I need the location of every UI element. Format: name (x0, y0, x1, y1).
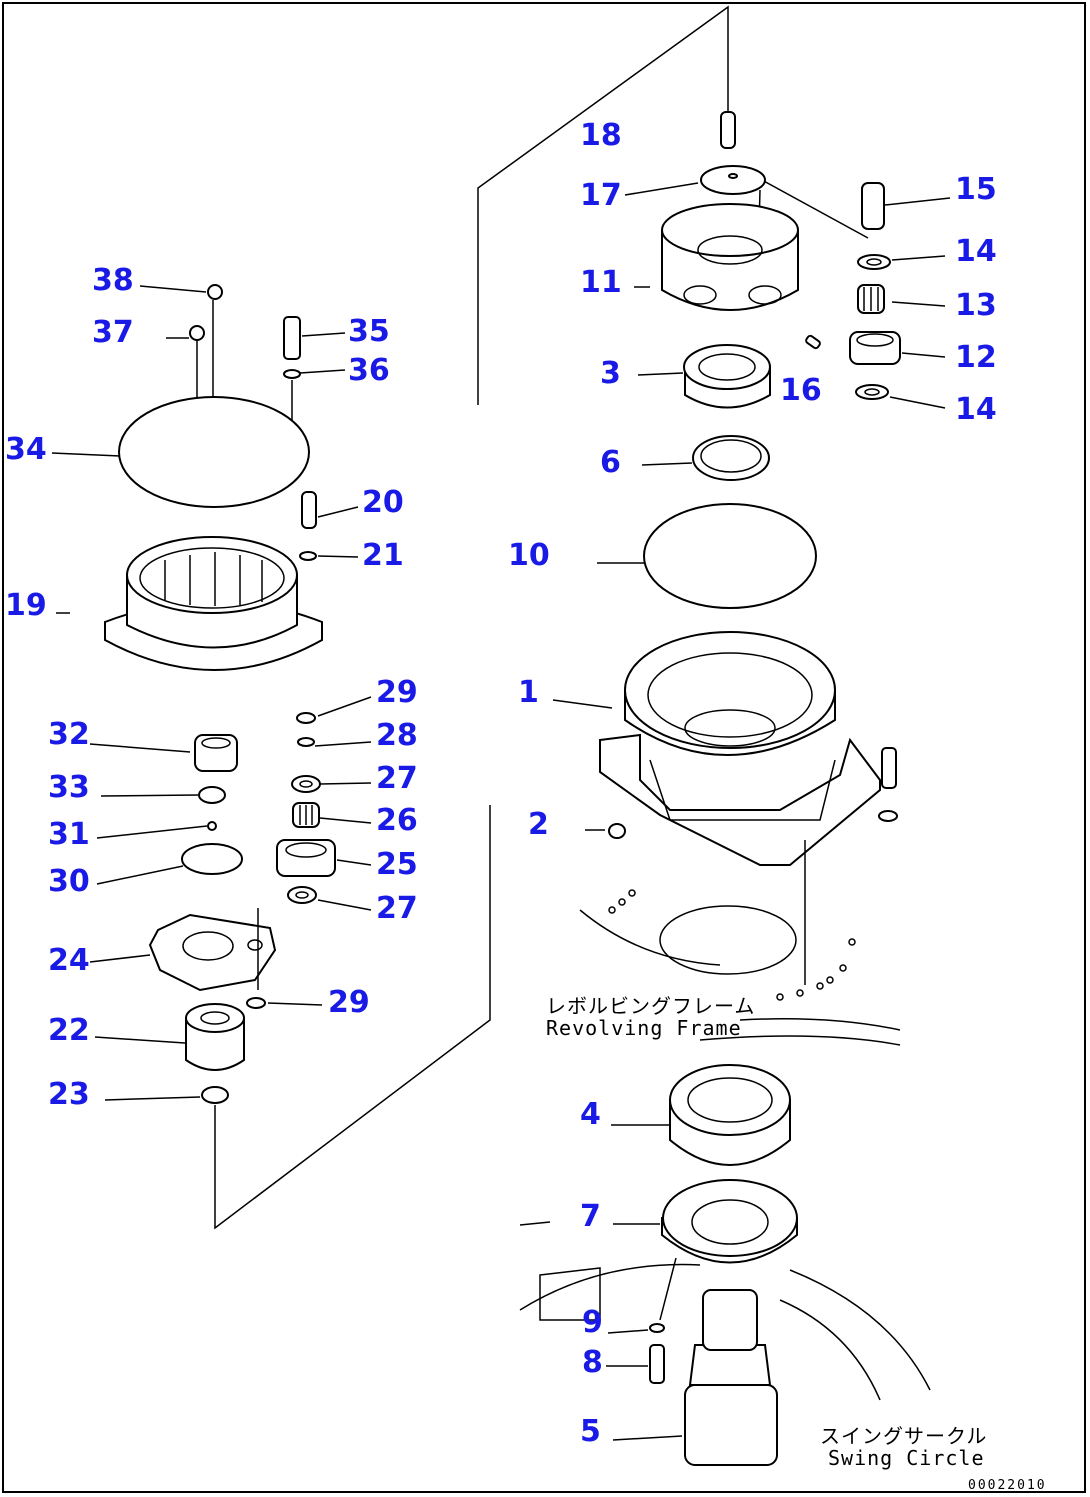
part-18-bolt (720, 111, 736, 149)
callout-10: 10 (508, 538, 550, 573)
callout-19: 19 (5, 588, 47, 623)
part-14-washer-top (857, 254, 891, 270)
part-8-bolt (649, 1344, 665, 1384)
callout-26: 26 (376, 803, 418, 838)
part-13-needle-bearing (857, 284, 885, 314)
callout-28: 28 (376, 718, 418, 753)
callout-15: 15 (955, 172, 997, 207)
left-assembly-bracket (214, 805, 491, 1230)
part-34-cover (118, 396, 310, 508)
callout-34: 34 (5, 432, 47, 467)
part-12-planet-gear (849, 331, 901, 365)
part-9-washer (649, 1323, 665, 1333)
callout-21: 21 (362, 538, 404, 573)
part-26-needle-bearing (292, 802, 320, 828)
callout-27-top: 27 (376, 761, 418, 796)
callout-23: 23 (48, 1077, 90, 1112)
part-24-carrier (148, 913, 277, 992)
leader-17-11 (761, 179, 869, 239)
callout-31: 31 (48, 817, 90, 852)
part-7-cover (661, 1179, 798, 1264)
part-11-carrier (661, 203, 799, 311)
housing-mount-bolt (878, 747, 898, 822)
callout-16: 16 (780, 373, 822, 408)
callout-8: 8 (582, 1345, 603, 1380)
part-25-planet-gear (276, 839, 336, 877)
part-28-spacer (297, 737, 315, 747)
callout-33: 33 (48, 770, 90, 805)
callout-32: 32 (48, 717, 90, 752)
right-assembly-bracket (477, 5, 729, 405)
callout-27-bottom: 27 (376, 891, 418, 926)
callout-7: 7 (580, 1199, 601, 1234)
callout-13: 13 (955, 288, 997, 323)
callout-25: 25 (376, 847, 418, 882)
callout-20: 20 (362, 485, 404, 520)
part-27-washer-bottom (287, 886, 317, 904)
callout-29-top: 29 (376, 675, 418, 710)
part-2-plug (608, 823, 626, 839)
part-31-ball (207, 821, 217, 831)
part-27-washer-top (291, 775, 321, 793)
callout-6: 6 (600, 445, 621, 480)
callout-36: 36 (348, 353, 390, 388)
part-3-bearing (683, 344, 771, 409)
swing-circle-label-en: Swing Circle (828, 1446, 985, 1470)
callout-5: 5 (580, 1414, 601, 1449)
revolving-frame-label-en: Revolving Frame (546, 1016, 742, 1040)
callout-35: 35 (348, 314, 390, 349)
leader-7-9 (659, 1257, 677, 1321)
part-15-pin (861, 182, 885, 230)
callout-11: 11 (580, 265, 622, 300)
callout-2: 2 (528, 807, 549, 842)
part-20-bolt (301, 491, 317, 529)
callout-4: 4 (580, 1097, 601, 1132)
revolving-frame-context (579, 889, 901, 1046)
part-36-washer (283, 369, 301, 440)
part-4-bearing (669, 1064, 791, 1166)
callout-37: 37 (92, 315, 134, 350)
callout-14-bottom: 14 (955, 392, 997, 427)
part-22-sun-gear (185, 1003, 245, 1071)
part-29-washer-bottom (246, 997, 266, 1009)
part-32-sun-gear (194, 734, 238, 772)
callout-17: 17 (580, 178, 622, 213)
part-17-plate (700, 165, 766, 195)
callout-38: 38 (92, 263, 134, 298)
callout-18: 18 (580, 118, 622, 153)
callout-24: 24 (48, 943, 90, 978)
part-33-disc (198, 786, 226, 804)
part-14-washer-bottom (855, 384, 889, 400)
part-19-ring-gear (104, 536, 323, 671)
swing-circle-context (519, 1221, 931, 1401)
callout-9: 9 (582, 1305, 603, 1340)
callout-14-top: 14 (955, 234, 997, 269)
part-10-o-ring (643, 503, 817, 609)
callout-leaders (51, 182, 951, 1441)
part-6-ring (692, 435, 770, 481)
callout-3: 3 (600, 356, 621, 391)
part-23-disc (201, 1086, 229, 1104)
part-1-housing (599, 631, 881, 866)
part-5-pinion-shaft (684, 1289, 778, 1466)
callout-1: 1 (518, 675, 539, 710)
callout-22: 22 (48, 1013, 90, 1048)
part-30-plate (181, 843, 243, 875)
swing-circle-label-jp: スイングサークル (820, 1424, 988, 1448)
part-29-washer-top (296, 712, 316, 724)
revolving-frame-label-jp: レボルビングフレーム (546, 994, 756, 1018)
callout-29-bottom: 29 (328, 985, 370, 1020)
callout-12: 12 (955, 340, 997, 375)
drawing-code: 00022010 (968, 1478, 1047, 1493)
part-21-washer (299, 551, 317, 561)
part-35-bolt (283, 316, 301, 360)
callout-30: 30 (48, 864, 90, 899)
part-16-pin (805, 334, 821, 350)
